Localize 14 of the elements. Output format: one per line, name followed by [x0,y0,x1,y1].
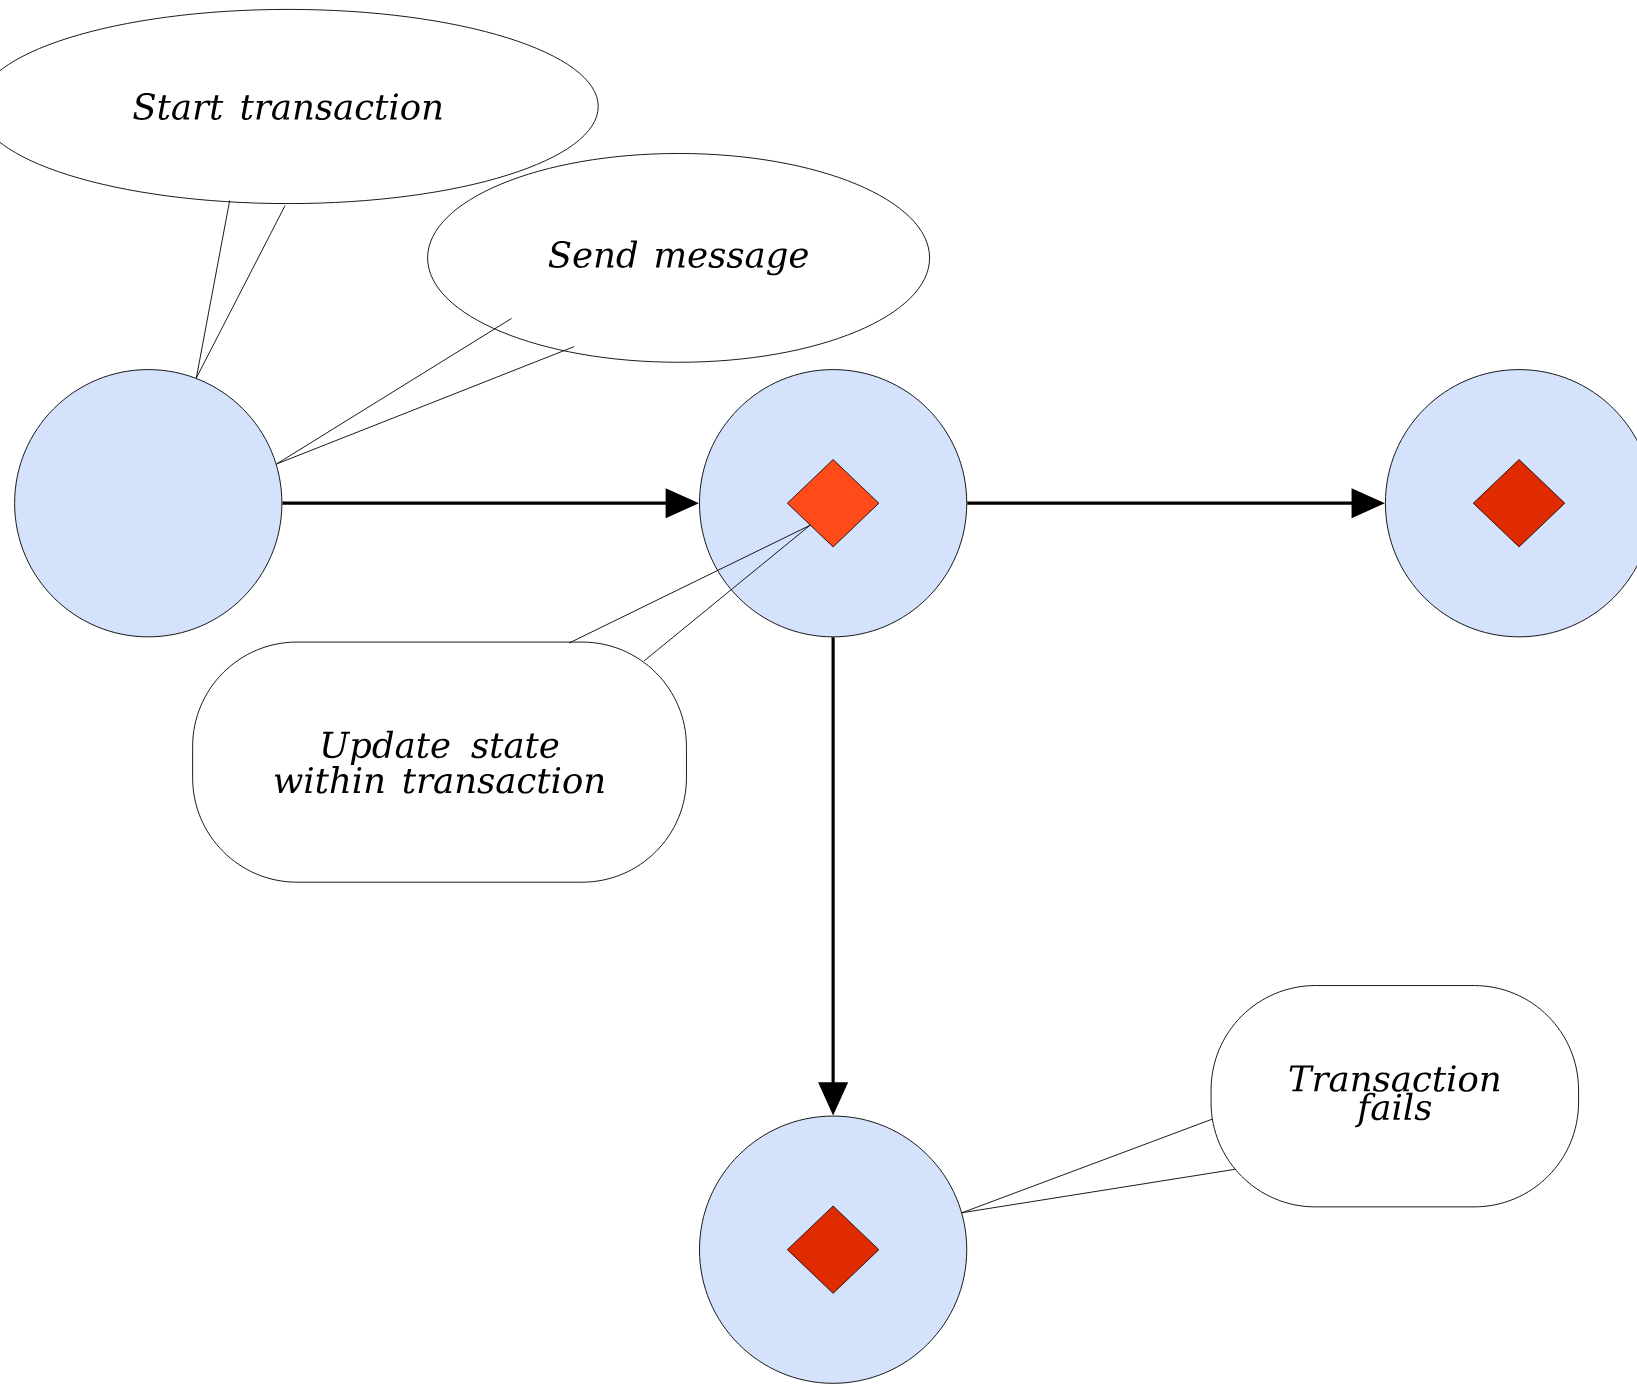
circle [699,1115,968,1384]
speech-bubble-tail [195,199,286,379]
diamond [786,458,880,548]
speech-bubble-tail [568,524,811,662]
speech-bubble: Update state within transaction [192,641,687,883]
diamond [786,1205,880,1294]
circle [14,368,283,638]
diamond [1472,458,1566,548]
speech-bubble: Send message [427,152,931,363]
speech-bubble: Transaction fails [1210,984,1579,1208]
speech-bubble-tail [276,317,575,465]
speech-bubble-tail [961,1118,1236,1213]
circle [699,368,968,638]
speech-bubble: Start transaction [0,8,599,204]
